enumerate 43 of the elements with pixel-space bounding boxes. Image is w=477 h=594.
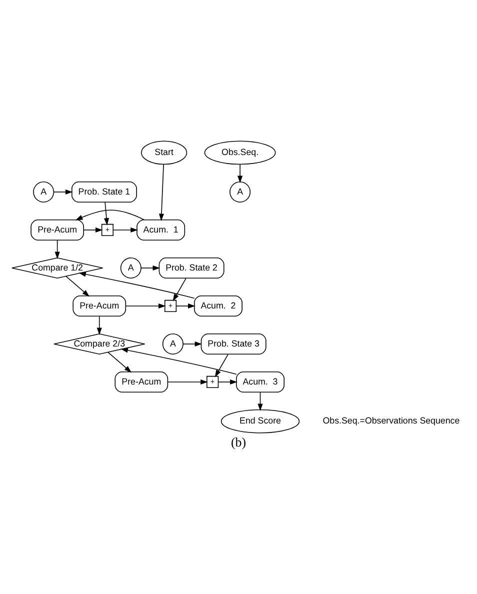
arrow	[96, 315, 102, 335]
node-circle: A	[33, 180, 54, 202]
node-box: Prob. State 2	[158, 256, 224, 278]
arrow	[104, 201, 110, 225]
arrow	[112, 226, 138, 232]
arrow	[75, 209, 145, 220]
node-box: Pre-Acum	[114, 370, 168, 392]
arrow	[158, 163, 164, 221]
arrow	[167, 378, 208, 384]
node-ellipse: Start	[140, 140, 188, 164]
arrow	[140, 264, 160, 270]
node-box: +	[164, 299, 177, 312]
node-ellipse: Obs.Seq.	[204, 140, 276, 164]
node-box: Pre-Acum	[30, 218, 84, 240]
arrow	[218, 378, 238, 384]
arrow	[120, 347, 237, 374]
node-box: Acum. 2	[194, 294, 242, 316]
arrow	[53, 188, 73, 194]
node-box: Prob. State 1	[71, 180, 137, 202]
node-circle: A	[120, 256, 142, 278]
arrow	[78, 271, 195, 298]
arrow	[258, 391, 263, 411]
arrow	[54, 239, 60, 259]
node-box: Acum. 1	[136, 218, 186, 240]
arrow	[172, 277, 186, 301]
node-box: Acum. 3	[236, 370, 285, 392]
arrow	[66, 275, 90, 296]
node-circle: A	[230, 180, 251, 202]
arrow	[214, 353, 228, 377]
arrow	[125, 302, 166, 308]
node-circle: A	[162, 332, 184, 354]
node-box: +	[206, 375, 219, 388]
node-box: Pre-Acum	[72, 294, 126, 316]
node-box: +	[101, 223, 114, 236]
arrow	[176, 302, 196, 308]
label: Obs.Seq.=Observations Sequence	[322, 415, 460, 426]
caption: (b)	[230, 434, 246, 449]
node-box: Prob. State 3	[200, 332, 266, 354]
arrow	[182, 340, 202, 346]
arrow	[238, 163, 243, 183]
arrow	[84, 226, 103, 232]
arrow	[108, 351, 132, 372]
node-ellipse: End Score	[220, 408, 300, 433]
